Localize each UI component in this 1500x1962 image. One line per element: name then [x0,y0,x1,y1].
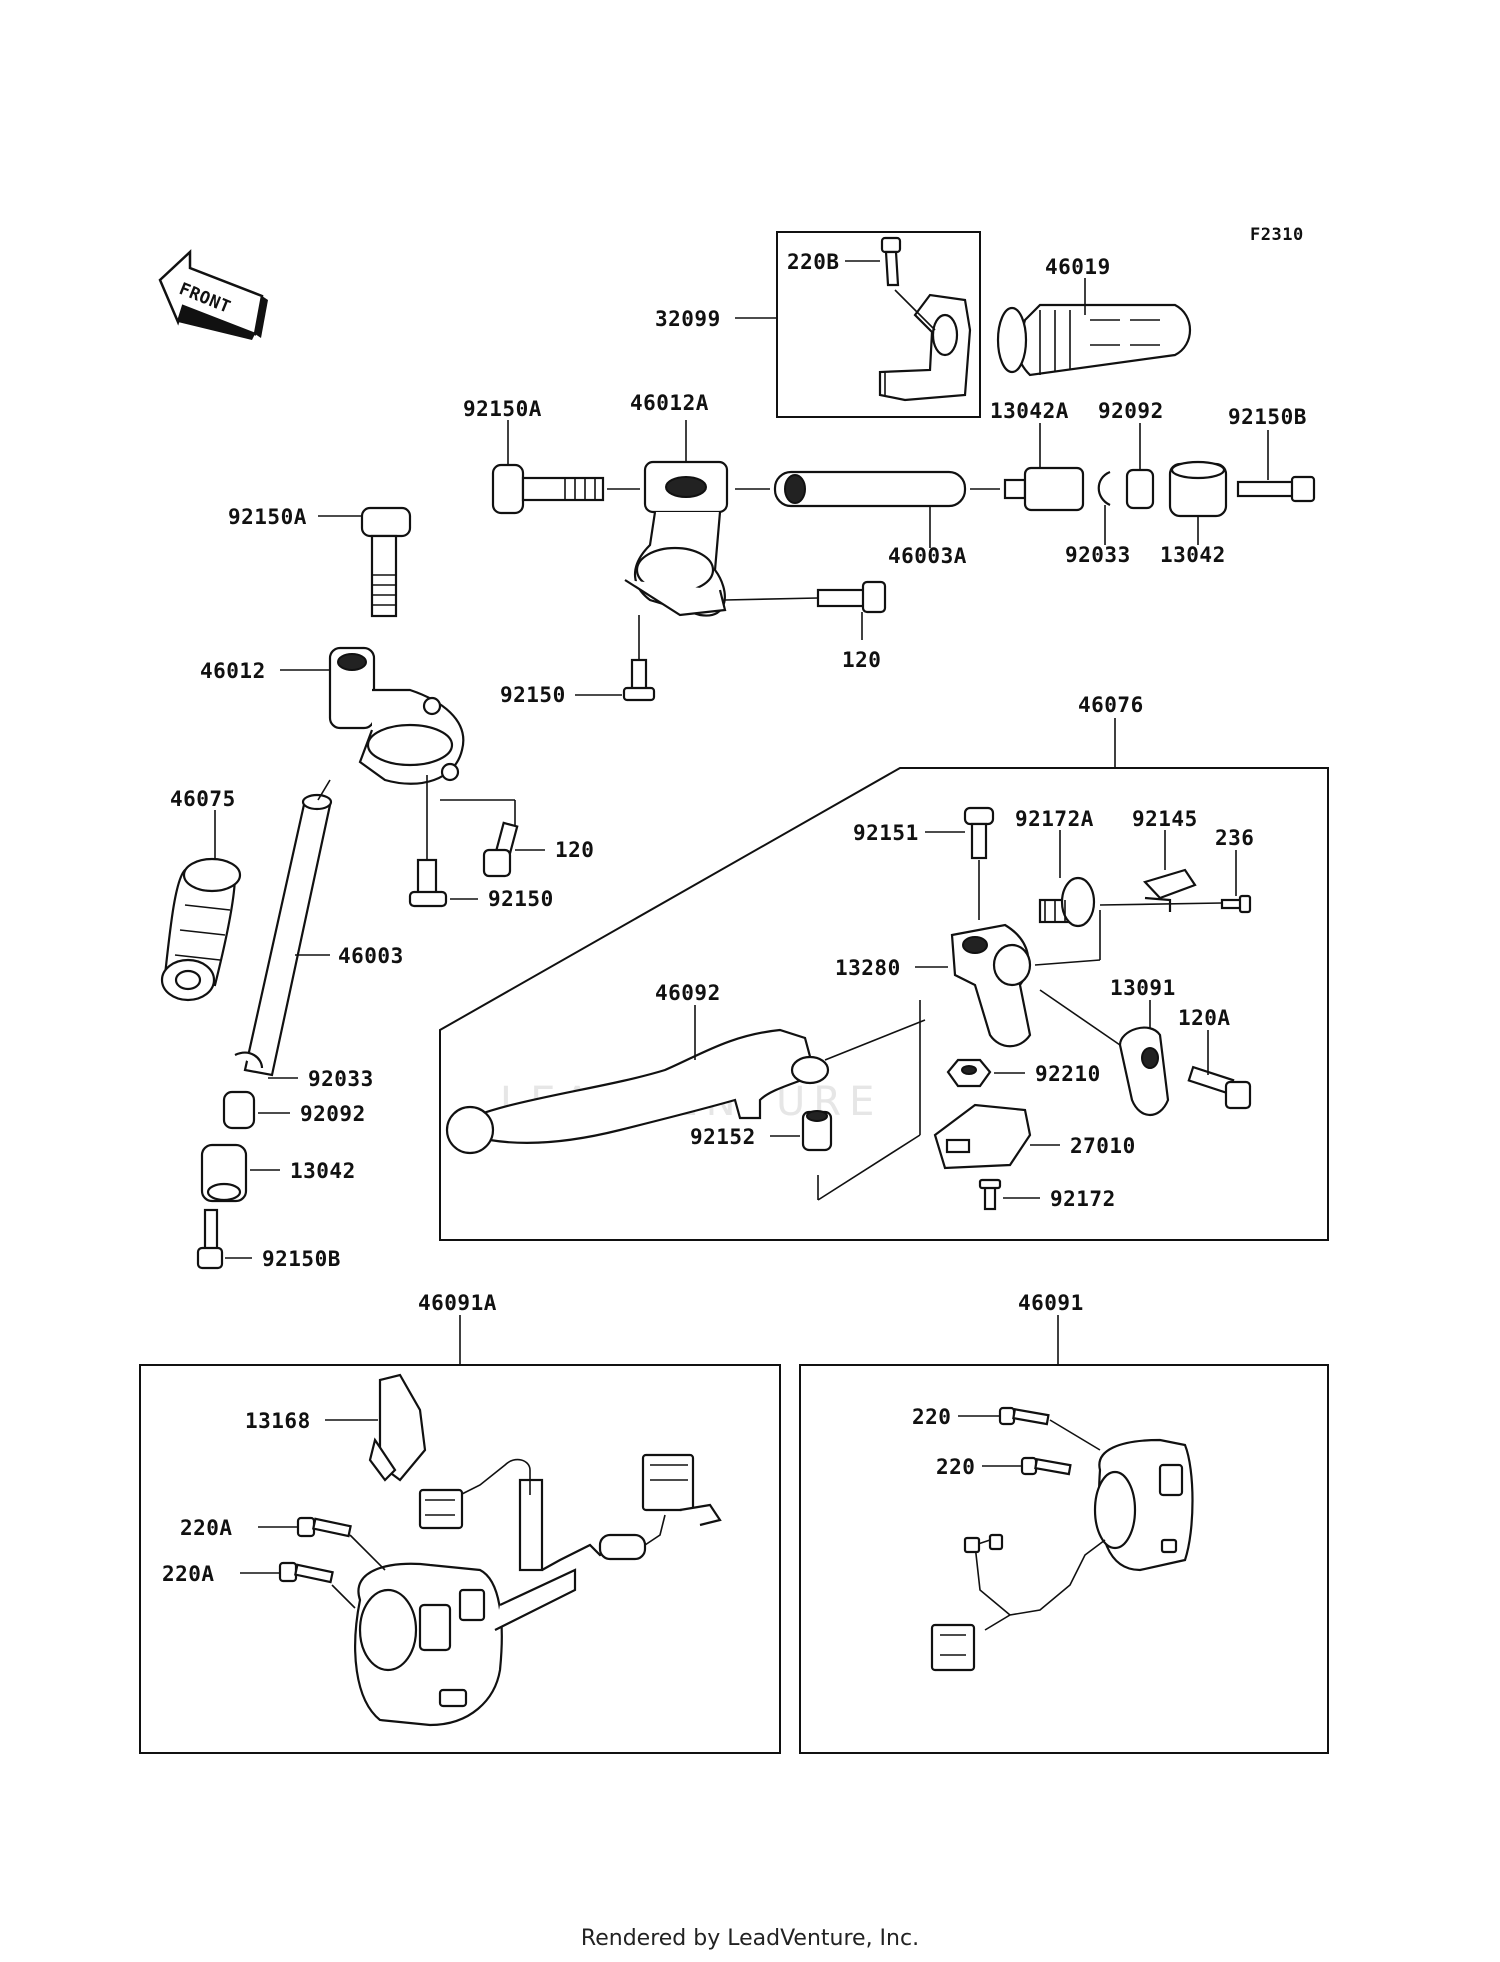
weight-13042-top [1168,460,1228,518]
circlip-92033-left [234,1051,264,1069]
screw-92150-top [622,658,656,702]
label-92033-left: 92033 [308,1067,374,1091]
label-13091: 13091 [1110,976,1176,1000]
footer-credit: Rendered by LeadVenture, Inc. [581,1926,919,1951]
label-46091A: 46091A [418,1291,497,1315]
throttle-pipe-32099 [878,293,972,402]
bushing-92152 [801,1110,833,1152]
spring-92145 [1142,868,1197,912]
bolt-92150B-left [196,1208,224,1270]
label-120-top: 120 [842,648,881,672]
label-13168: 13168 [245,1409,311,1433]
label-46091: 46091 [1018,1291,1084,1315]
bar-46003 [243,793,333,1077]
label-46003A: 46003A [888,544,967,568]
label-92151: 92151 [853,821,919,845]
screw-236 [1220,894,1252,914]
label-92150B-top: 92150B [1228,405,1307,429]
label-92092-top: 92092 [1098,399,1164,423]
switch-housing-right [1093,1438,1194,1572]
label-13042-top: 13042 [1160,543,1226,567]
weight-13042A [1003,466,1085,512]
screw-92150-left [408,858,448,908]
weight-13042-left [200,1143,248,1203]
screw-220B [880,236,902,287]
holder-13280 [950,923,1032,1048]
label-92145: 92145 [1132,807,1198,831]
screw-92172 [978,1178,1002,1211]
bolt-92150A-top [491,463,605,515]
clamp-46012A [624,460,729,617]
bolt-92150A-left [360,506,412,618]
label-236: 236 [1215,826,1254,850]
harness-right [930,1533,1106,1672]
adjuster-92172A [1038,876,1096,928]
label-46075: 46075 [170,787,236,811]
lever-assembly-box [439,767,1329,1241]
label-46076: 46076 [1078,693,1144,717]
label-13042A: 13042A [990,399,1069,423]
label-32099: 32099 [655,307,721,331]
damper-92092-left [222,1090,256,1130]
throttle-inset-box [776,231,981,418]
label-220A-1: 220A [180,1516,233,1540]
label-13042-left: 13042 [290,1159,356,1183]
bolt-120-left [482,821,519,878]
cover-13168 [368,1373,427,1482]
label-220-2: 220 [936,1455,975,1479]
label-220-1: 220 [912,1405,951,1429]
label-92150A-left: 92150A [228,505,307,529]
label-46003: 46003 [338,944,404,968]
label-46092: 46092 [655,981,721,1005]
label-220B: 220B [787,250,840,274]
screw-220A-2 [278,1561,334,1584]
label-27010: 27010 [1070,1134,1136,1158]
label-92150-left: 92150 [488,887,554,911]
switch-27010 [933,1103,1032,1170]
bolt-120A [1187,1065,1252,1110]
harness-left [418,1453,722,1561]
bar-46003A [773,470,967,508]
label-13280: 13280 [835,956,901,980]
label-220A-2: 220A [162,1562,215,1586]
label-46019: 46019 [1045,255,1111,279]
label-46012A: 46012A [630,391,709,415]
label-92172: 92172 [1050,1187,1116,1211]
switch-housing-left [354,1478,611,1727]
clamp-13091 [1118,1026,1170,1117]
clamp-46012 [328,646,465,785]
label-120-left: 120 [555,838,594,862]
screw-220-1 [998,1406,1050,1426]
label-46012: 46012 [200,659,266,683]
front-arrow: FRONT [158,249,268,340]
circlip-92033-top [1097,470,1111,506]
bolt-92150B-top [1236,475,1316,503]
label-92150B-left: 92150B [262,1247,341,1271]
label-120A: 120A [1178,1006,1231,1030]
screw-220A-1 [296,1516,352,1538]
grip-46019 [996,303,1191,377]
label-92172A: 92172A [1015,807,1094,831]
label-92092-left: 92092 [300,1102,366,1126]
label-92152: 92152 [690,1125,756,1149]
label-92033-top: 92033 [1065,543,1131,567]
damper-92092-top [1125,468,1155,510]
grip-46075 [160,857,242,1002]
screw-220-2 [1020,1456,1072,1476]
lever-46092 [445,1028,830,1155]
bolt-92151 [963,806,995,860]
label-92150A-top: 92150A [463,397,542,421]
switch-46091-box [799,1364,1329,1754]
label-92150-top: 92150 [500,683,566,707]
figure-code: F2310 [1250,225,1304,245]
nut-92210 [946,1058,992,1088]
label-92210: 92210 [1035,1062,1101,1086]
bolt-120-top [816,580,887,614]
